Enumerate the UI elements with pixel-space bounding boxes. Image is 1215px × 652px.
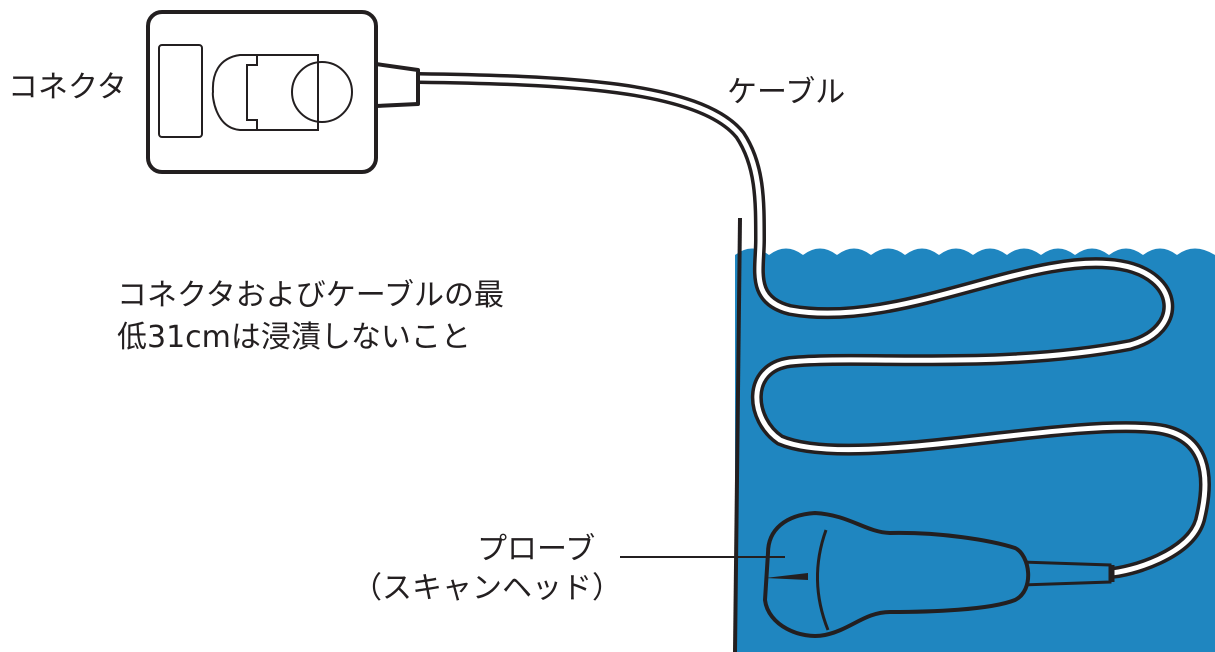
probe-head-arc — [815, 529, 830, 631]
cable-label: ケーブル — [727, 75, 846, 110]
warning-line-1: コネクタおよびケーブルの最 — [117, 278, 504, 313]
probe-label: プローブ — [477, 532, 596, 567]
scanhead-label: （スキャンヘッド） — [352, 571, 622, 606]
connector-label: コネクタ — [8, 70, 127, 105]
probe-body — [762, 510, 1031, 638]
probe-orientation-marker — [765, 573, 808, 580]
probe-strain-relief — [1020, 560, 1115, 587]
warning-line-2: 低31cmは浸漬しないこと — [117, 320, 471, 355]
connector — [146, 10, 420, 174]
cable — [412, 72, 1211, 579]
container-wall — [733, 217, 742, 652]
